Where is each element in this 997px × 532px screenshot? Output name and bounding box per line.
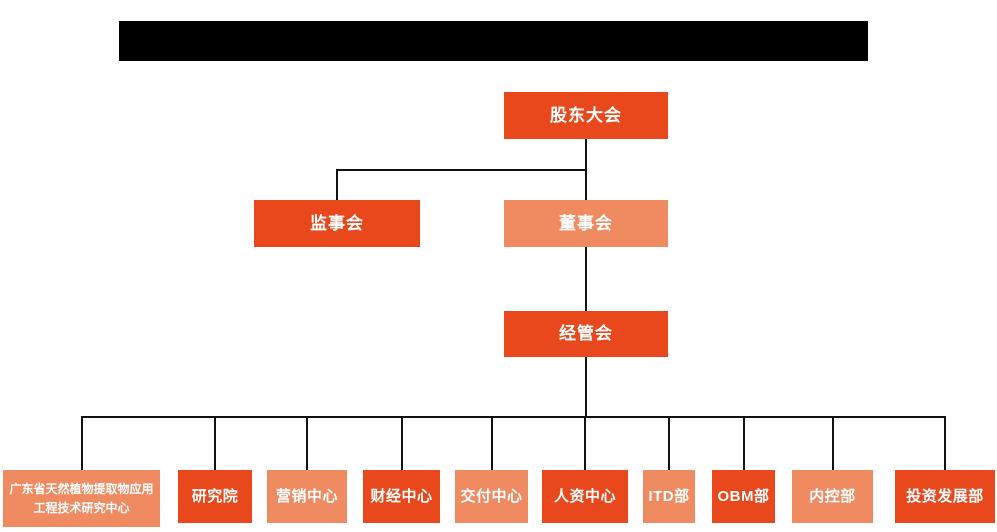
org-node-board-of-directors: 董事会 <box>504 200 668 247</box>
connector-drop-obm-dept <box>743 416 745 470</box>
connector-drop-hr-center <box>584 416 586 470</box>
connector-horizontal-supervisory <box>336 169 587 171</box>
connector-bus-horizontal <box>81 416 946 418</box>
org-node-research-center: 广东省天然植物提取物应用工程技术研究中心 <box>3 470 160 527</box>
org-node-delivery-center: 交付中心 <box>455 470 528 523</box>
connector-drop-finance-center <box>401 416 403 470</box>
org-node-itd-dept: ITD部 <box>643 470 695 523</box>
connector-drop-internal-control-dept <box>832 416 834 470</box>
connector-drop-supervisory <box>336 169 338 200</box>
connector-drop-itd-dept <box>668 416 670 470</box>
org-node-research-institute: 研究院 <box>178 470 252 523</box>
org-node-hr-center: 人资中心 <box>542 470 628 523</box>
org-node-obm-dept: OBM部 <box>712 470 775 523</box>
org-node-investment-development-dept: 投资发展部 <box>895 470 995 523</box>
org-node-internal-control-dept: 内控部 <box>792 470 873 523</box>
org-node-supervisory-board: 监事会 <box>254 200 420 247</box>
connector-drop-research-institute <box>214 416 216 470</box>
connector-drop-delivery-center <box>491 416 493 470</box>
org-node-management-committee: 经管会 <box>504 311 668 357</box>
connector-management-to-bus <box>585 357 587 416</box>
redacted-title-bar <box>119 21 868 61</box>
org-node-finance-center: 财经中心 <box>363 470 440 523</box>
connector-board-to-management <box>585 247 587 311</box>
connector-drop-research-center <box>81 416 83 470</box>
org-node-shareholders-meeting: 股东大会 <box>504 92 668 139</box>
connector-drop-investment-development-dept <box>944 416 946 470</box>
org-node-marketing-center: 营销中心 <box>267 470 347 523</box>
connector-drop-marketing-center <box>306 416 308 470</box>
